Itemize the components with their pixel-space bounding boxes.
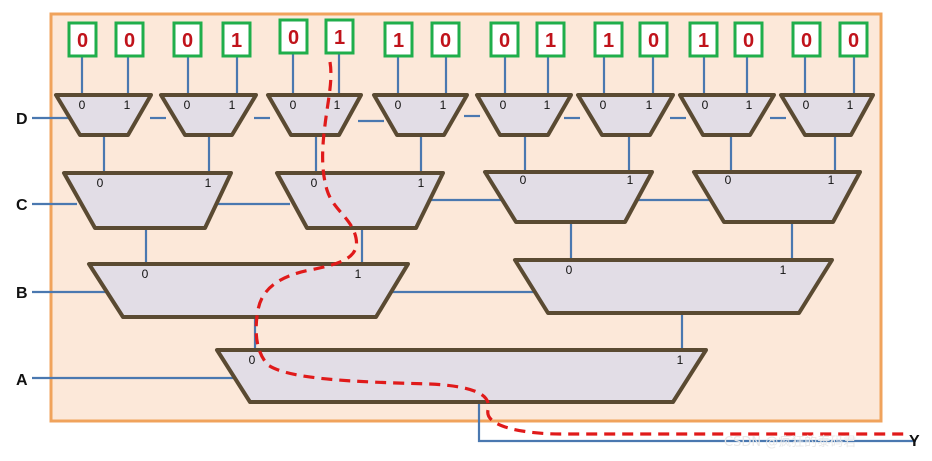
select-label-c: C <box>16 197 28 214</box>
svg-text:1: 1 <box>544 98 551 112</box>
svg-text:1: 1 <box>677 353 684 367</box>
svg-text:0: 0 <box>184 98 191 112</box>
svg-text:0: 0 <box>124 30 135 52</box>
svg-text:1: 1 <box>746 98 753 112</box>
svg-text:0: 0 <box>702 98 709 112</box>
svg-text:0: 0 <box>520 173 527 187</box>
svg-text:1: 1 <box>780 263 787 277</box>
svg-text:1: 1 <box>124 98 131 112</box>
watermark: CSDN @疯狂的泰码君 <box>724 434 856 450</box>
select-label-d: D <box>16 111 28 128</box>
svg-text:1: 1 <box>440 98 447 112</box>
input-bit: 1 <box>324 18 355 55</box>
svg-text:1: 1 <box>847 98 854 112</box>
select-label-a: A <box>16 372 28 389</box>
svg-text:1: 1 <box>627 173 634 187</box>
svg-text:0: 0 <box>801 30 812 52</box>
input-bit: 0 <box>838 21 869 58</box>
svg-text:0: 0 <box>182 30 193 52</box>
input-bit: 0 <box>67 21 98 58</box>
input-bit: 1 <box>221 21 252 58</box>
svg-text:1: 1 <box>393 30 404 52</box>
svg-text:1: 1 <box>355 267 362 281</box>
svg-text:0: 0 <box>648 30 659 52</box>
input-bit: 0 <box>114 21 145 58</box>
svg-text:0: 0 <box>79 98 86 112</box>
svg-text:1: 1 <box>334 27 345 49</box>
input-bit: 0 <box>638 21 669 58</box>
select-label-b: B <box>16 285 28 302</box>
svg-text:0: 0 <box>311 176 318 190</box>
input-bit: 0 <box>791 21 822 58</box>
data-wires <box>80 54 916 443</box>
input-bit: 0 <box>278 18 309 55</box>
input-bit: 1 <box>535 21 566 58</box>
input-bit: 1 <box>593 21 624 58</box>
svg-text:0: 0 <box>290 98 297 112</box>
svg-text:1: 1 <box>646 98 653 112</box>
svg-text:1: 1 <box>603 30 614 52</box>
svg-text:1: 1 <box>545 30 556 52</box>
svg-text:1: 1 <box>828 173 835 187</box>
input-bit: 1 <box>688 21 719 58</box>
svg-text:0: 0 <box>249 353 256 367</box>
svg-text:1: 1 <box>229 98 236 112</box>
mux-a: 0 1 <box>215 348 708 404</box>
svg-text:0: 0 <box>566 263 573 277</box>
svg-text:1: 1 <box>334 98 341 112</box>
svg-text:0: 0 <box>395 98 402 112</box>
svg-text:0: 0 <box>142 267 149 281</box>
input-bit: 0 <box>489 21 520 58</box>
svg-text:0: 0 <box>77 30 88 52</box>
input-bit: 0 <box>172 21 203 58</box>
svg-text:0: 0 <box>499 30 510 52</box>
input-bit: 0 <box>430 21 461 58</box>
svg-text:0: 0 <box>600 98 607 112</box>
svg-text:1: 1 <box>698 30 709 52</box>
input-bit: 0 <box>733 21 764 58</box>
input-bit: 1 <box>383 21 414 58</box>
svg-text:0: 0 <box>97 176 104 190</box>
svg-text:1: 1 <box>205 176 212 190</box>
svg-text:0: 0 <box>803 98 810 112</box>
svg-text:0: 0 <box>288 27 299 49</box>
input-bits: 0 0 0 1 0 1 1 0 0 1 1 0 1 0 0 0 <box>67 18 869 58</box>
svg-text:1: 1 <box>418 176 425 190</box>
svg-text:0: 0 <box>848 30 859 52</box>
selected-signal-path <box>254 61 905 436</box>
svg-text:0: 0 <box>440 30 451 52</box>
svg-text:0: 0 <box>743 30 754 52</box>
svg-text:0: 0 <box>725 173 732 187</box>
svg-text:1: 1 <box>231 30 242 52</box>
svg-text:0: 0 <box>500 98 507 112</box>
output-label-y: Y <box>909 433 920 450</box>
